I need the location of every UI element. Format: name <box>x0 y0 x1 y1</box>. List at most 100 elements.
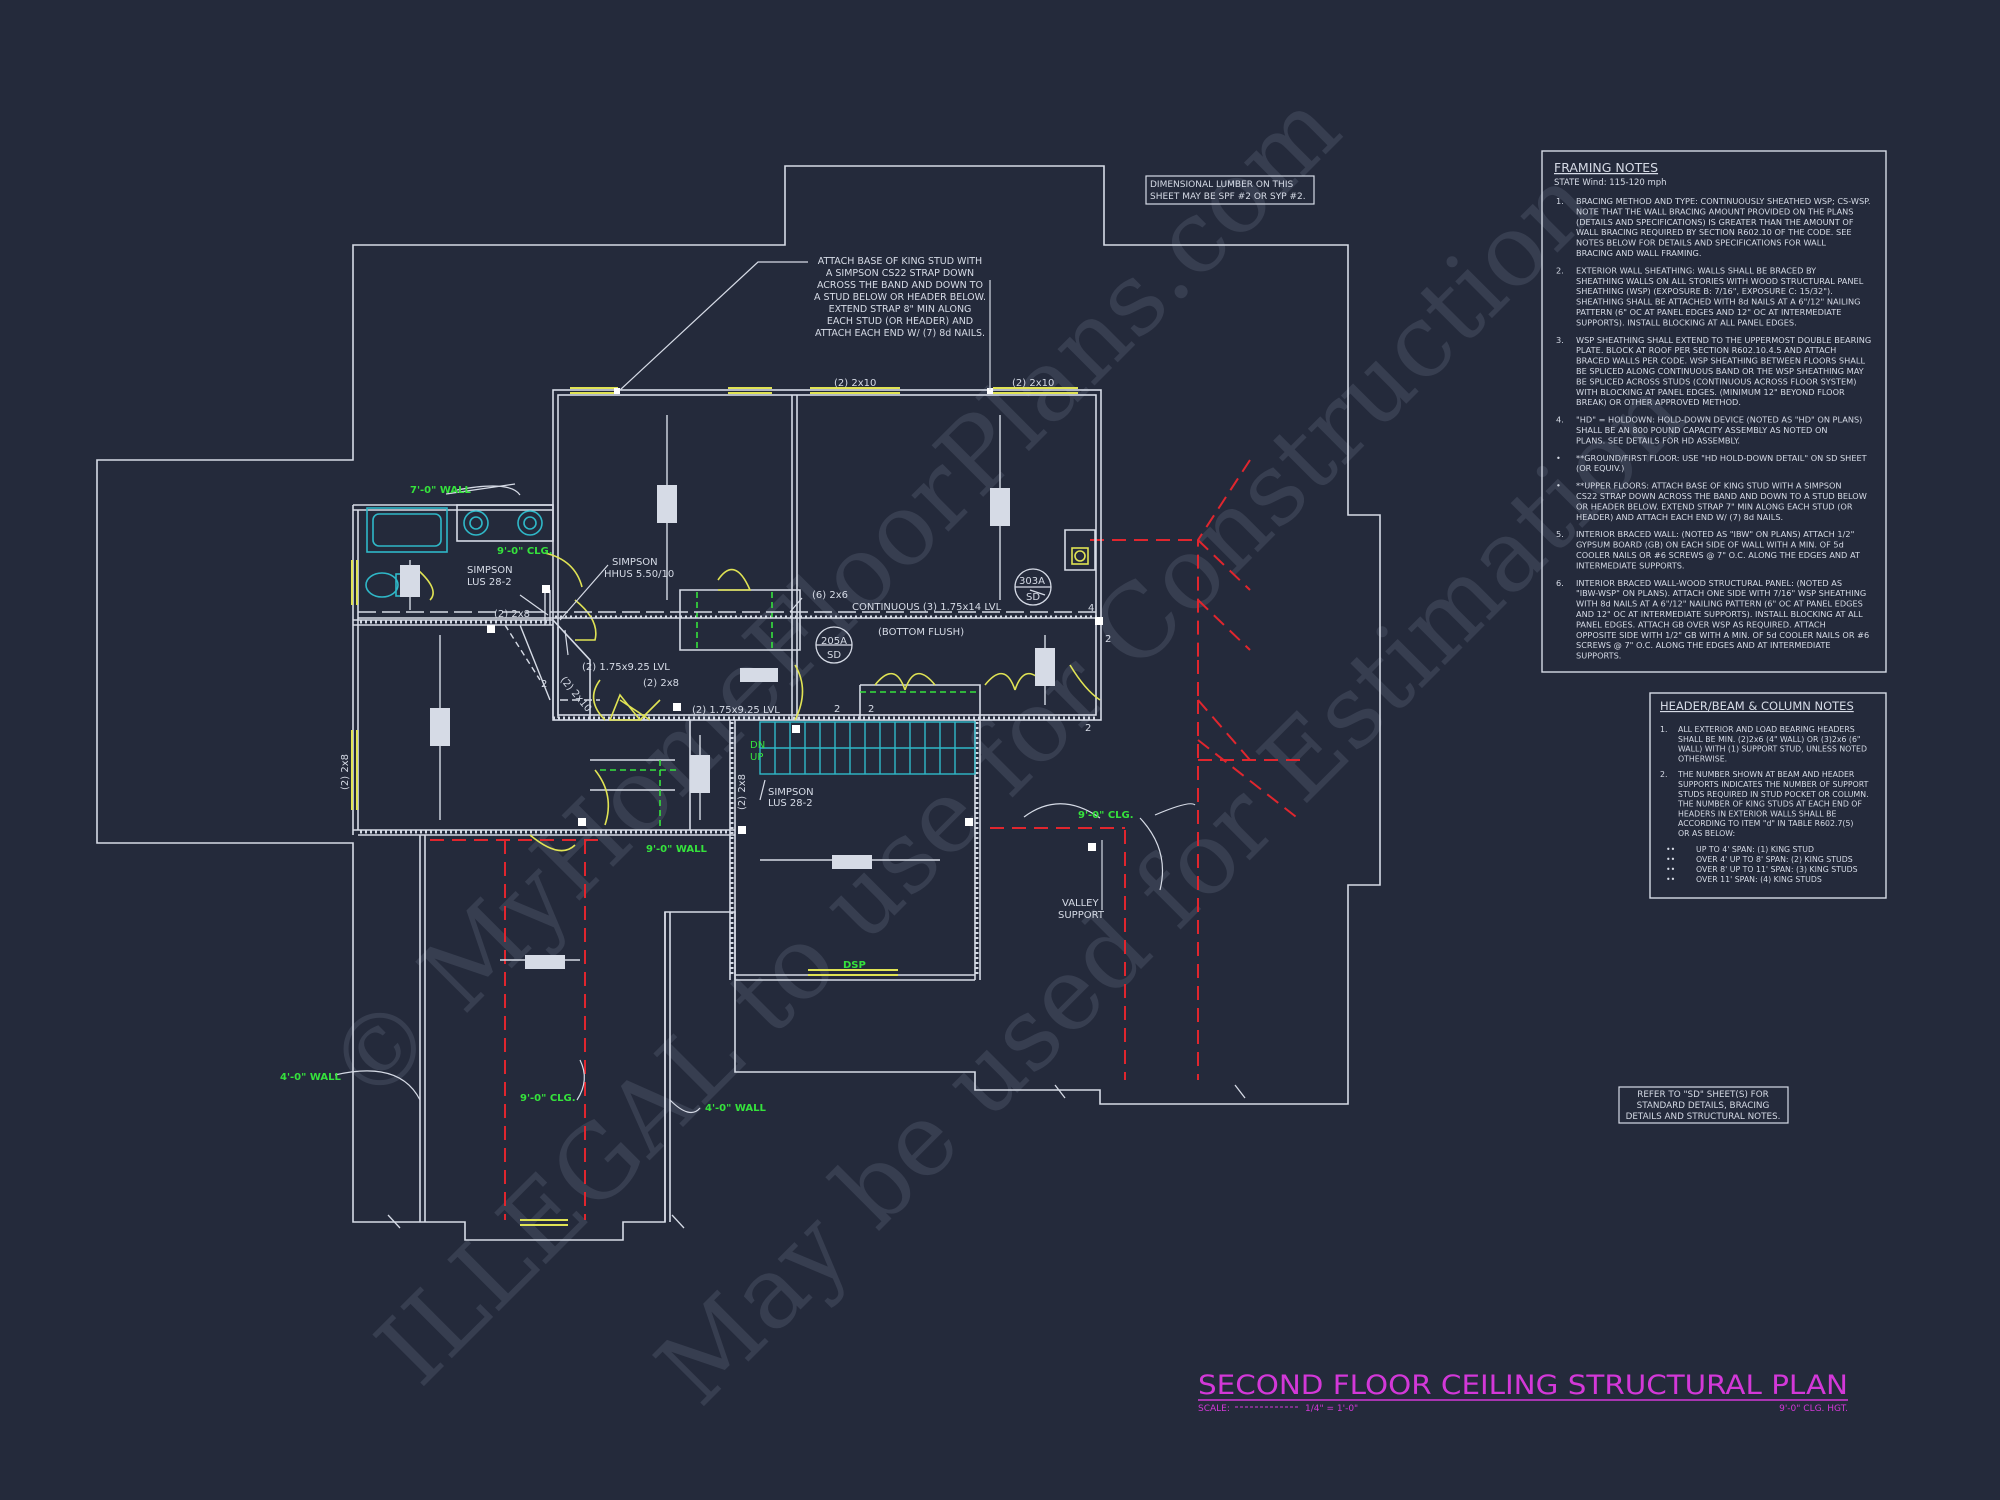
framing-notes-panel: FRAMING NOTES STATE Wind: 115-120 mph 1.… <box>1541 150 1887 673</box>
framing-note-line: **UPPER FLOORS: ATTACH BASE OF KING STUD… <box>1576 481 1842 491</box>
framing-note-line: PLANS. SEE DETAILS FOR HD ASSEMBLY. <box>1576 435 1740 445</box>
label-hdr-2x8-side: (2) 2x8 <box>340 754 351 790</box>
label-9ft-clg-c: 9'-0" CLG. <box>520 1093 576 1104</box>
strap-callout-line: A STUD BELOW OR HEADER BELOW. <box>814 292 986 303</box>
framing-note-number: • <box>1556 453 1561 463</box>
label-num-2: 2 <box>541 679 547 690</box>
label-simpson-lus-b-1: SIMPSON <box>768 787 814 798</box>
label-simpson-hhus-1: SIMPSON <box>612 557 658 568</box>
framing-note-line: OPPOSITE SIDE WITH 1/2" GB WITH A MIN. O… <box>1576 630 1869 640</box>
roof-ridge-lines <box>430 459 1301 1220</box>
tub-icon <box>366 507 448 553</box>
framing-note-line: WSP SHEATHING SHALL EXTEND TO THE UPPERM… <box>1576 335 1871 345</box>
refer-note-line: STANDARD DETAILS, BRACING <box>1637 1101 1770 1111</box>
label-hdr-6x2x6: (6) 2x6 <box>812 590 848 601</box>
framing-note-number: 5. <box>1556 529 1564 539</box>
label-9ft-clg-b: 9'-0" CLG. <box>1078 810 1134 821</box>
framing-note-line: INTERIOR BRACED WALL-WOOD STRUCTURAL PAN… <box>1576 578 1842 588</box>
framing-note-line: WALL BRACING REQUIRED BY SECTION R602.10… <box>1576 227 1852 237</box>
framing-note-line: BE SPLICED ALONG CONTINUOUS BAND OR THE … <box>1576 366 1865 376</box>
strap-callout-line: EXTEND STRAP 8" MIN ALONG <box>829 304 972 315</box>
framing-note-line: BRACING AND WALL FRAMING. <box>1576 248 1701 258</box>
framing-note-line: PATTERN (6" OC AT PANEL EDGES AND 12" OC… <box>1576 307 1841 317</box>
framing-note-line: SHEATHING WALLS ON ALL STORIES WITH WOOD… <box>1576 276 1864 286</box>
framing-note-line: "HD" = HOLDOWN: HOLD-DOWN DEVICE (NOTED … <box>1576 415 1862 425</box>
label-simpson-hhus-2: HHUS 5.50/10 <box>604 569 674 580</box>
label-hdr-2x8-mid: (2) 2x8 <box>737 774 748 810</box>
label-dn: DN <box>750 740 765 751</box>
header-marks <box>351 387 1078 1226</box>
header-note-line: ACCORDING TO ITEM "d" IN TABLE R602.7(5) <box>1678 819 1853 828</box>
strap-callout-line: A SIMPSON CS22 STRAP DOWN <box>826 268 974 279</box>
label-lvl-a: (2) 1.75x9.25 LVL <box>582 662 670 673</box>
framing-note-line: BE SPLICED ACROSS STUDS (CONTINUOUS ACRO… <box>1576 376 1856 386</box>
label-9ft-wall: 9'-0" WALL <box>646 844 708 855</box>
support-posts <box>487 388 1103 851</box>
kneewall-lines <box>600 592 980 830</box>
label-num-2: 2 <box>1085 723 1091 734</box>
framing-note-number: 1. <box>1556 196 1564 206</box>
label-4ft-wall-a: 4'-0" WALL <box>280 1072 342 1083</box>
drawing-title: SECOND FLOOR CEILING STRUCTURAL PLAN <box>1198 1370 1848 1401</box>
header-note-bullet: OVER 4' UP TO 8' SPAN: (2) KING STUDS <box>1696 855 1853 864</box>
staircase <box>759 721 976 775</box>
header-note-bullet-mark: •• <box>1666 875 1675 884</box>
leader-lines <box>334 261 1196 1114</box>
label-continuous-lvl: CONTINUOUS (3) 1.75x14 LVL <box>852 602 1002 613</box>
label-num-4: 4 <box>1088 603 1094 614</box>
label-num-2: 2 <box>868 704 874 715</box>
label-simpson-lus-b-2: LUS 28-2 <box>768 798 813 809</box>
framing-note-number: 6. <box>1556 578 1564 588</box>
label-simpson-lus-a-1: SIMPSON <box>467 565 513 576</box>
label-detail-205a: 205A <box>821 636 847 647</box>
label-dsp: DSP <box>843 960 866 971</box>
dimensional-lumber-note: DIMENSIONAL LUMBER ON THIS SHEET MAY BE … <box>1145 175 1315 205</box>
header-note-bullet: UP TO 4' SPAN: (1) KING STUD <box>1696 845 1814 854</box>
header-notes-panel: HEADER/BEAM & COLUMN NOTES 1.ALL EXTERIO… <box>1649 692 1887 899</box>
framing-note-line: INTERMEDIATE SUPPORTS. <box>1576 560 1685 570</box>
framing-notes-list: 1. BRACING METHOD AND TYPE: CONTINUOUSLY … <box>1556 196 1871 661</box>
header-note-line: OR AS BELOW: <box>1678 829 1735 838</box>
bath-fixtures <box>365 504 1089 598</box>
label-hdr-2x10-a: (2) 2x10 <box>834 378 876 389</box>
label-valley-support-2: SUPPORT <box>1058 910 1105 921</box>
framing-note-line: SCREWS @ 7" O.C. ALONG THE EDGES AND AT … <box>1576 640 1831 650</box>
label-valley-support-1: VALLEY <box>1062 898 1100 909</box>
strap-callout-line: EACH STUD (OR HEADER) AND <box>827 316 973 327</box>
header-note-bullet-mark: •• <box>1666 845 1675 854</box>
label-detail-303a: 303A <box>1019 576 1045 587</box>
framing-note-line: SHALL BE AN 800 POUND CAPACITY ASSEMBLY … <box>1576 425 1828 435</box>
label-bottom-flush: (BOTTOM FLUSH) <box>878 627 964 638</box>
header-note-bullet-mark: •• <box>1666 865 1675 874</box>
framing-note-line: PLATE. BLOCK AT ROOF PER SECTION R602.10… <box>1576 345 1836 355</box>
label-hdr-2x8-b: (2) 2x8 <box>643 678 679 689</box>
label-up: UP <box>750 752 763 763</box>
header-note-line: WALL) WITH (1) SUPPORT STUD, UNLESS NOTE… <box>1678 745 1867 754</box>
label-simpson-lus-a-2: LUS 28-2 <box>467 577 512 588</box>
framing-note-line: GYPSUM BOARD (GB) ON EACH SIDE OF WALL W… <box>1576 540 1844 550</box>
framing-note-line: AND 12" OC AT INTERMEDIATE SUPPORTS). IN… <box>1576 609 1863 619</box>
header-note-number: 2. <box>1660 770 1667 779</box>
scale-value: 1/4" = 1'-0" <box>1305 1404 1358 1414</box>
refer-note: REFER TO "SD" SHEET(S) FOR STANDARD DETA… <box>1618 1086 1789 1124</box>
strap-callout-line: ATTACH EACH END W/ (7) 8d NAILS. <box>815 328 985 339</box>
toilet-icon <box>365 572 399 598</box>
break-marks <box>387 1084 1246 1229</box>
title-block: SECOND FLOOR CEILING STRUCTURAL PLAN SCA… <box>1198 1370 1848 1414</box>
framing-note-line: SHEATHING SHALL BE ATTACHED WITH 8d NAIL… <box>1576 297 1860 307</box>
header-note-bullet-mark: •• <box>1666 855 1675 864</box>
label-hdr-2x8-a: (2) 2x8 <box>494 609 530 620</box>
header-note-line: SHALL BE MIN. (2)2x6 (4" WALL) OR (3)2x6… <box>1678 735 1861 744</box>
framing-note-line: INTERIOR BRACED WALL: (NOTED AS "IBW" ON… <box>1576 529 1854 539</box>
framing-note-line: WITH 8d NAILS AT A 6"/12" NAILING PATTER… <box>1576 599 1863 609</box>
framing-note-line: BRACING METHOD AND TYPE: CONTINUOUSLY SH… <box>1576 196 1870 206</box>
header-note-line: OTHERWISE. <box>1678 754 1727 763</box>
framing-note-number: 3. <box>1556 335 1564 345</box>
header-note-bullet: OVER 11' SPAN: (4) KING STUDS <box>1696 875 1822 884</box>
framing-note-line: BREAK) OR OTHER APPROVED METHOD. <box>1576 397 1741 407</box>
header-notes-title: HEADER/BEAM & COLUMN NOTES <box>1660 699 1854 713</box>
strap-callout-line: ACROSS THE BAND AND DOWN TO <box>817 280 983 291</box>
framing-note-line: CS22 STRAP DOWN ACROSS THE BAND AND DOWN… <box>1576 491 1867 501</box>
label-detail-sd-b: SD <box>827 650 841 661</box>
